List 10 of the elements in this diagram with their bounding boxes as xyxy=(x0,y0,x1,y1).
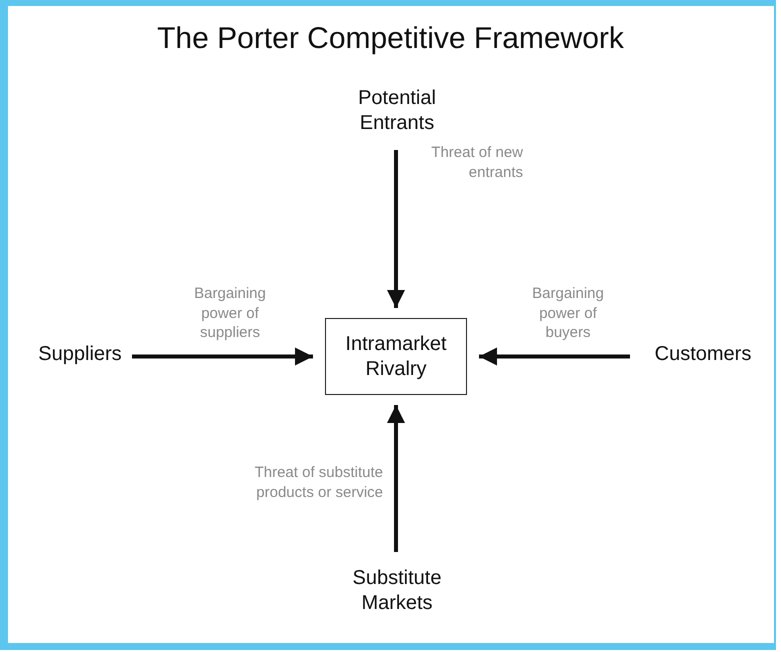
force-label: Suppliers xyxy=(36,339,124,369)
diagram-title: The Porter Competitive Framework xyxy=(156,22,625,56)
arrow xyxy=(132,348,313,366)
force-label: Potential Entrants xyxy=(337,80,457,142)
arrow xyxy=(387,405,405,552)
arrow xyxy=(479,348,630,366)
force-label: Customers xyxy=(638,339,768,369)
force-label: Substitute Markets xyxy=(337,560,457,622)
process-box: Intramarket Rivalry xyxy=(325,318,467,395)
arrow xyxy=(387,150,405,308)
